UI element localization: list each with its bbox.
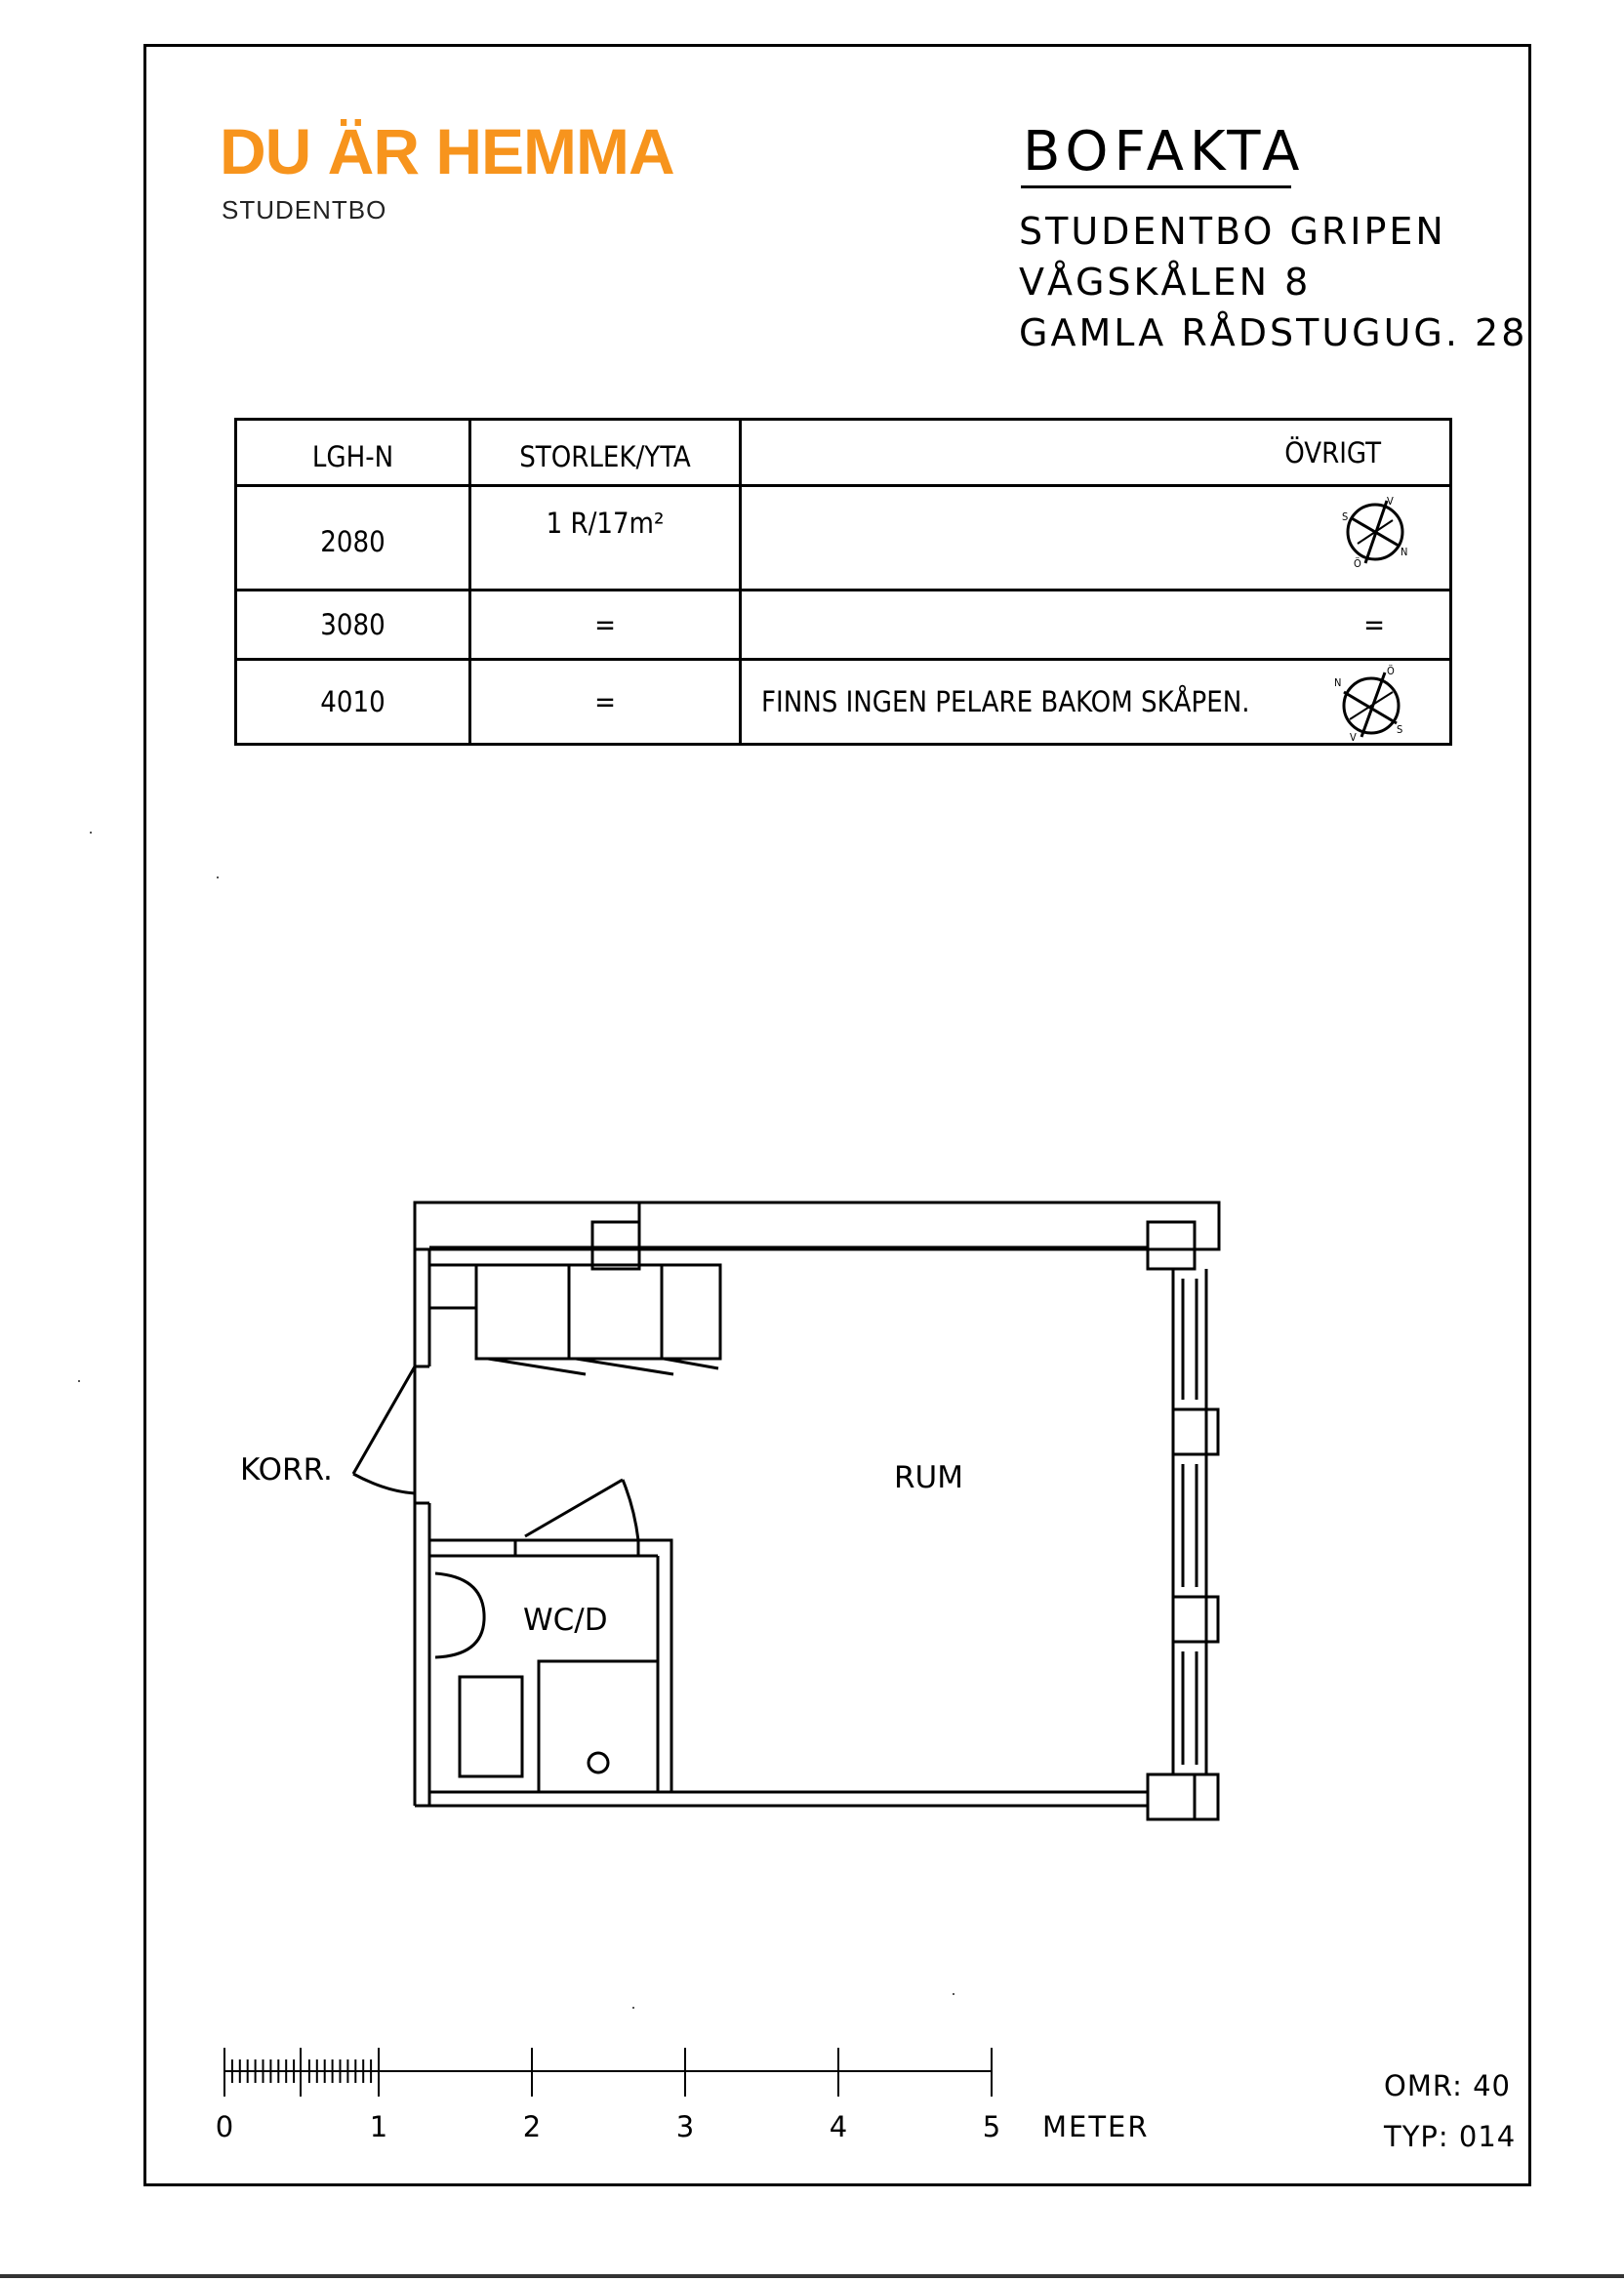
brand-subtitle: STUDENTBO [222, 195, 387, 224]
scale-tick-label: 5 [982, 2110, 1001, 2143]
cell-ovrigt-text: = [1363, 608, 1385, 641]
column [1171, 1595, 1220, 1644]
compass-icon: S V Ö N [1342, 495, 1407, 569]
cell-ovrigt-text: FINNS INGEN PELARE BAKOM SKÅPEN. [761, 685, 1250, 718]
cell-storlek: = [468, 589, 742, 661]
floor-drain [587, 1751, 610, 1774]
compass-icon: N Ö V S [1334, 665, 1402, 743]
bathroom-walls [427, 1538, 673, 1794]
scale-tick-label: 0 [215, 2110, 234, 2143]
entrance-door [351, 1365, 417, 1475]
wardrobe [474, 1263, 722, 1361]
column [590, 1220, 641, 1271]
scale-tick-label: 1 [369, 2110, 388, 2143]
scale-bar [223, 2048, 993, 2097]
omr-label: OMR: 40 [1384, 2069, 1511, 2102]
label-wc: WC/D [523, 1603, 608, 1638]
column [1146, 1220, 1197, 1271]
cell-lgh: 4010 [234, 658, 471, 746]
address-line-3: GAMLA RÅDSTUGUG. 28 [1019, 311, 1528, 354]
cell-ovrigt: FINNS INGEN PELARE BAKOM SKÅPEN. N Ö V S [739, 658, 1452, 746]
scan-speck [632, 2007, 634, 2009]
cell-ovrigt: S V Ö N [739, 484, 1452, 591]
sink-counter [458, 1675, 524, 1778]
table-row: 3080 = = [234, 589, 1452, 661]
header-ovrigt-label: ÖVRIGT [1284, 435, 1381, 469]
cell-lgh: 2080 [234, 484, 471, 591]
compass-label: S [1397, 723, 1402, 736]
scale-tick-label: 3 [675, 2110, 695, 2143]
compass-label: N [1334, 676, 1341, 689]
typ-label: TYP: 014 [1384, 2120, 1517, 2153]
column [1146, 1773, 1220, 1821]
cell-ovrigt: = [739, 589, 1452, 661]
title-underline [1021, 185, 1291, 188]
compass-label: Ö [1387, 665, 1395, 677]
header-ovrigt: ÖVRIGT [739, 418, 1452, 487]
brand-logo: DU ÄR HEMMA [220, 115, 675, 187]
address-line-2: VÅGSKÅLEN 8 [1019, 261, 1312, 304]
scale-tick-label: 4 [829, 2110, 848, 2143]
scale-unit: METER [1042, 2110, 1150, 2143]
page-bottom-edge [0, 2274, 1624, 2278]
scale-tick-label: 2 [522, 2110, 542, 2143]
compass-label: V [1387, 495, 1394, 508]
table-row: 2080 1 R/17m² S V Ö N [234, 484, 1452, 591]
document-frame [143, 44, 1531, 2186]
cell-storlek: = [468, 658, 742, 746]
scan-speck [217, 876, 219, 878]
compass-label: V [1350, 731, 1357, 743]
apartment-table: LGH-N STORLEK/YTA ÖVRIGT 2080 1 R/17m² S… [234, 418, 1452, 746]
table-header-row: LGH-N STORLEK/YTA ÖVRIGT [234, 418, 1452, 487]
scan-speck [78, 1380, 80, 1382]
address-line-1: STUDENTBO GRIPEN [1019, 210, 1446, 253]
top-wall [413, 1201, 1221, 1251]
scan-speck [953, 1993, 954, 1995]
compass-label: Ö [1354, 557, 1361, 569]
compass-label: N [1401, 546, 1407, 558]
label-rum: RUM [894, 1460, 963, 1495]
cell-lgh: 3080 [234, 589, 471, 661]
header-storlek: STORLEK/YTA [468, 418, 742, 487]
table-row: 4010 = FINNS INGEN PELARE BAKOM SKÅPEN. … [234, 658, 1452, 746]
compass-label: S [1342, 510, 1348, 523]
shower [434, 1571, 486, 1659]
cell-storlek: 1 R/17m² [468, 484, 742, 591]
scan-speck [90, 832, 92, 834]
bathroom-door [524, 1478, 624, 1538]
page-title: BOFAKTA [1023, 120, 1306, 183]
label-korridor: KORR. [240, 1452, 333, 1487]
header-lgh: LGH-N [234, 418, 471, 487]
toilet-area [537, 1659, 660, 1794]
column [1171, 1407, 1220, 1456]
